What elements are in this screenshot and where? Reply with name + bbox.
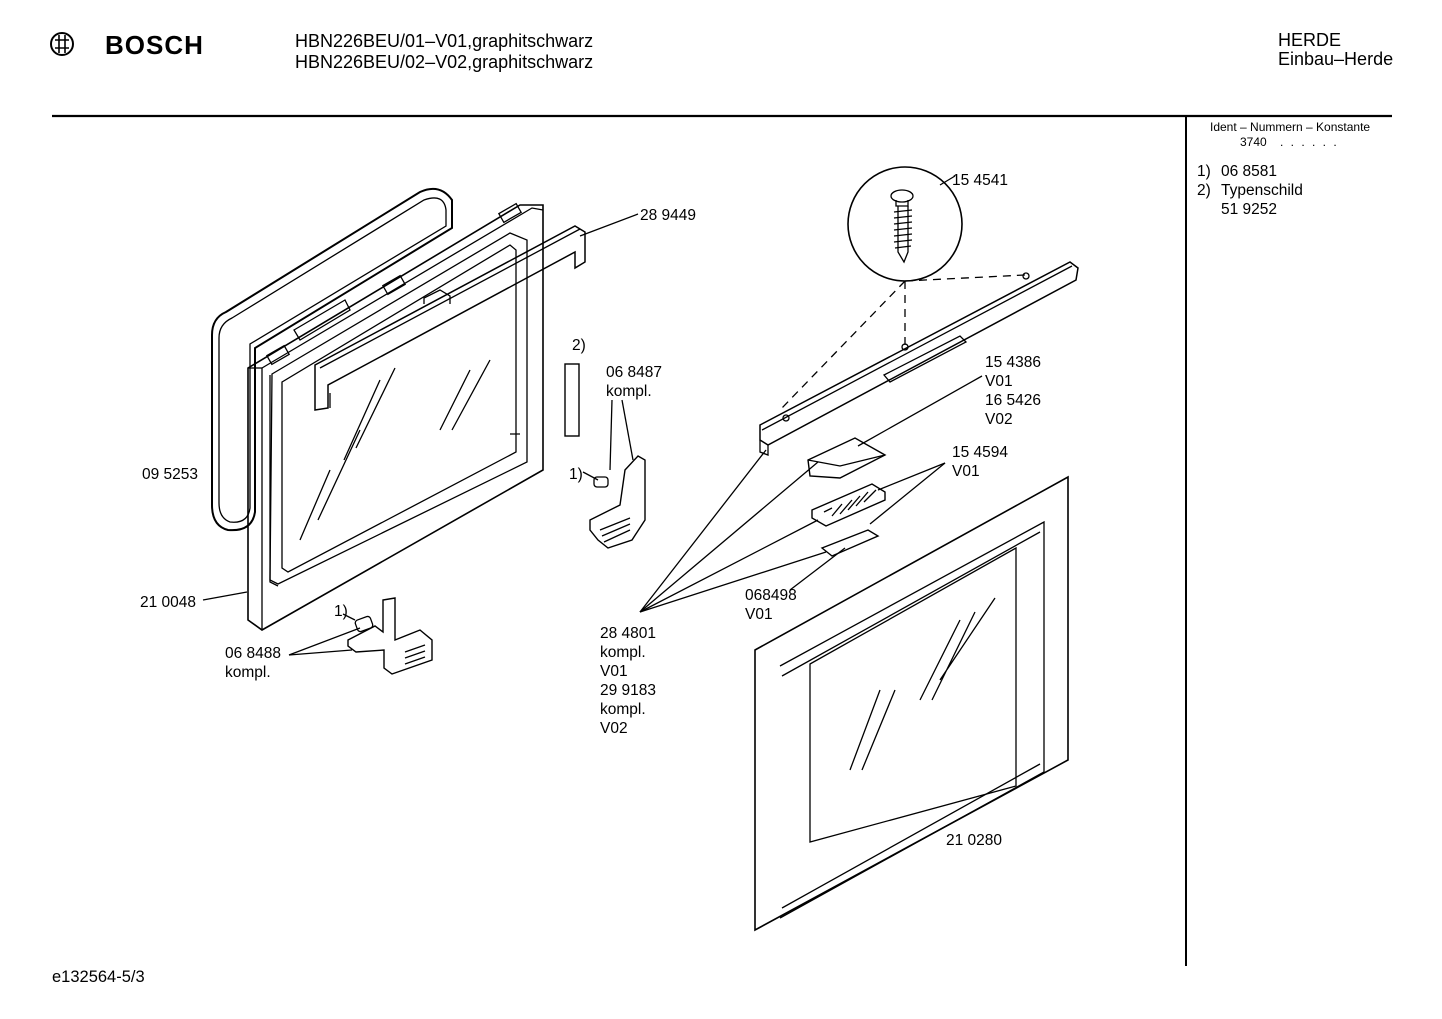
note-text: Typenschild <box>1221 182 1303 199</box>
ident-dots: . . . . . . <box>1280 135 1339 149</box>
subcategory-title: Einbau–Herde <box>1278 49 1394 69</box>
outer-glass-panel-drawing <box>754 475 1069 932</box>
callout-154594-variant: V01 <box>952 463 980 480</box>
category-title: HERDE <box>1278 30 1342 50</box>
small-strip-drawing <box>789 529 880 591</box>
model-line-1: HBN226BEU/01–V01,graphitschwarz <box>295 31 594 51</box>
bosch-logo-icon <box>50 32 74 56</box>
callout-068487-kompl: kompl. <box>606 383 652 400</box>
callout-299183-variant: V02 <box>600 720 628 737</box>
note-marker: 2) <box>1197 182 1211 199</box>
callout-mark-1-left: 1) <box>334 603 348 620</box>
callout-068487: 06 8487 <box>606 364 663 381</box>
door-gasket-drawing <box>211 187 453 532</box>
callout-165426-variant: V02 <box>985 411 1013 428</box>
brand-name: BOSCH <box>105 30 204 60</box>
callout-068488-kompl: kompl. <box>225 664 271 681</box>
cover-cap-drawing <box>807 375 983 479</box>
vent-grille-drawing <box>811 462 946 527</box>
screw-magnifier-drawing <box>847 166 963 282</box>
trim-rail-drawing <box>314 225 586 411</box>
callout-mark-1-right: 1) <box>569 466 583 483</box>
hinge-right-drawing <box>589 455 646 549</box>
callout-299183-kompl: kompl. <box>600 701 646 718</box>
callout-210048: 21 0048 <box>140 594 197 611</box>
callout-284801-variant: V01 <box>600 663 628 680</box>
callout-154594: 15 4594 <box>952 444 1009 461</box>
note-marker: 1) <box>1197 163 1211 180</box>
callout-095253: 09 5253 <box>142 466 199 483</box>
callout-068488: 06 8488 <box>225 645 282 662</box>
model-line-2: HBN226BEU/02–V02,graphitschwarz <box>295 52 594 72</box>
callout-154386: 15 4386 <box>985 354 1042 371</box>
note-text: 06 8581 <box>1221 163 1278 180</box>
type-label-drawing <box>564 363 580 437</box>
callout-284801: 28 4801 <box>600 625 657 642</box>
callout-mark-2: 2) <box>572 337 586 354</box>
callout-299183: 29 9183 <box>600 682 657 699</box>
leader-lines-left <box>202 213 639 656</box>
note-text: 51 9252 <box>1221 201 1278 218</box>
inner-door-frame-drawing <box>247 202 544 631</box>
assembly-dashed-lines <box>779 274 1026 411</box>
ident-title: Ident – Nummern – Konstante <box>1210 120 1371 134</box>
top-trim-bar-drawing <box>759 261 1079 456</box>
callout-289449: 28 9449 <box>640 207 697 224</box>
callout-068498-variant: V01 <box>745 606 773 623</box>
callout-154541: 15 4541 <box>952 172 1009 189</box>
callout-284801-kompl: kompl. <box>600 644 646 661</box>
leader-lines-284801 <box>639 449 827 613</box>
document-id: e132564-5/3 <box>52 968 145 986</box>
ident-value: 3740 <box>1240 135 1267 149</box>
callout-165426: 16 5426 <box>985 392 1042 409</box>
hinge-left-drawing <box>347 597 433 675</box>
callout-068498: 068498 <box>745 587 797 604</box>
callout-154386-variant: V01 <box>985 373 1013 390</box>
callout-210280: 21 0280 <box>946 832 1003 849</box>
